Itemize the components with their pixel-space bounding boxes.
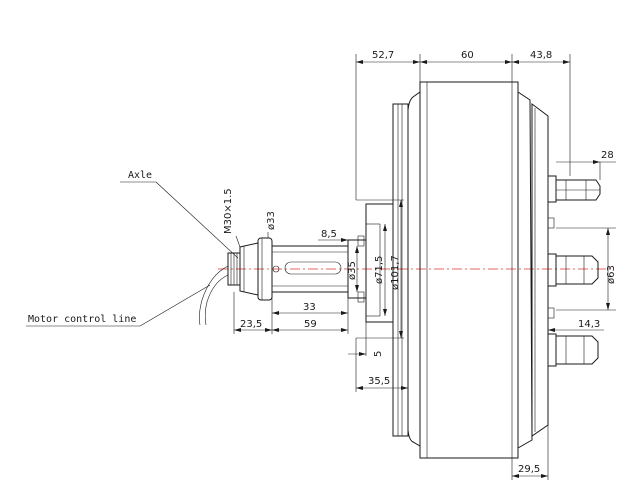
dim-43-8: 43,8: [530, 50, 552, 61]
dim-8-5: 8,5: [321, 229, 337, 240]
dim-59: 59: [304, 319, 317, 330]
dim-14-3: 14,3: [578, 319, 600, 330]
hub-body: [392, 81, 549, 459]
dim-phi35: ø35: [347, 261, 358, 280]
motor-cable: [199, 265, 229, 326]
motor-control-line-label: Motor control line: [28, 314, 136, 325]
dim-33: 33: [303, 302, 316, 313]
dim-m30-thread: M30×1.5: [223, 188, 234, 234]
dim-35-5: 35,5: [368, 376, 390, 387]
dim-phi63: ø63: [606, 265, 617, 284]
disc-mount: [356, 199, 404, 339]
axle-shaft: [227, 237, 367, 301]
dim-52-7: 52,7: [372, 50, 394, 61]
right-bolts: [547, 175, 601, 367]
axle-label: Axle: [128, 170, 152, 181]
dim-29-5: 29,5: [518, 464, 540, 475]
right-dimensions: [511, 227, 616, 480]
dim-5: 5: [373, 351, 384, 357]
dim-phi33: ø33: [266, 211, 277, 230]
leader-lines: [26, 181, 241, 327]
dim-28: 28: [601, 150, 614, 161]
top-dimensions: [355, 54, 616, 200]
dim-phi101-7: ø101,7: [390, 255, 401, 290]
dim-phi71-5: ø71,5: [374, 256, 385, 284]
shaft-dimensions: [233, 200, 409, 436]
dim-23-5: 23,5: [240, 319, 262, 330]
dim-60: 60: [461, 50, 474, 61]
